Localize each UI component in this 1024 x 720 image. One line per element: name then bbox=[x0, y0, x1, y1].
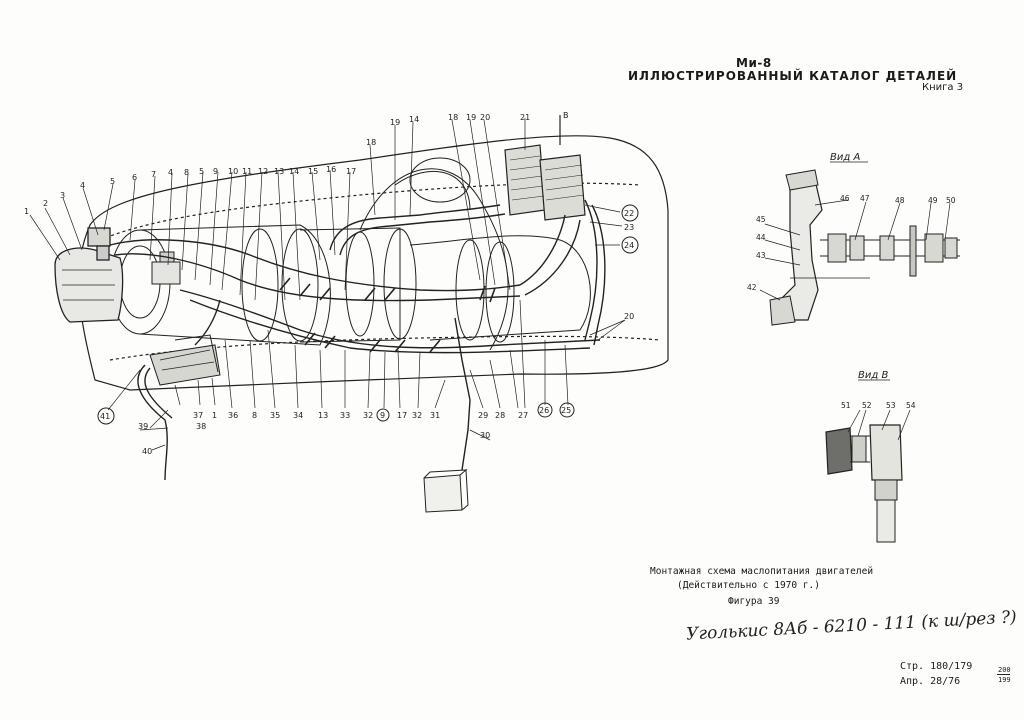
callout-46: 46 bbox=[840, 194, 850, 203]
callout-19b: 19 bbox=[466, 113, 476, 122]
callout-54: 54 bbox=[906, 401, 916, 410]
callout-29: 29 bbox=[478, 411, 488, 420]
page-fraction-line bbox=[997, 674, 1010, 675]
callout-9b: 9 bbox=[380, 411, 385, 420]
callout-51: 51 bbox=[841, 401, 851, 410]
callout-3: 3 bbox=[60, 191, 65, 200]
callout-34: 34 bbox=[293, 411, 303, 420]
callout-14b: 14 bbox=[409, 115, 419, 124]
oil-pump-unit bbox=[149, 334, 221, 386]
callout-16: 16 bbox=[326, 165, 336, 174]
callout-50: 50 bbox=[946, 196, 956, 205]
callout-13b: 13 bbox=[318, 411, 328, 420]
callout-37: 37 bbox=[193, 411, 203, 420]
callout-17: 17 bbox=[346, 167, 356, 176]
revision-date: Апр. 28/76 bbox=[900, 676, 961, 687]
callout-2: 2 bbox=[43, 199, 48, 208]
callouts-right: 22 23 24 20 bbox=[621, 204, 639, 321]
callout-47: 47 bbox=[860, 194, 870, 203]
view-b-detail: Вид В bbox=[825, 370, 911, 543]
callout-38: 38 bbox=[196, 422, 206, 431]
callout-28: 28 bbox=[495, 411, 505, 420]
callout-6: 6 bbox=[132, 173, 137, 182]
callout-49: 49 bbox=[928, 196, 938, 205]
callout-17b: 17 bbox=[397, 411, 407, 420]
callout-45: 45 bbox=[756, 215, 766, 224]
callout-20: 20 bbox=[480, 113, 490, 122]
callout-18: 18 bbox=[366, 138, 376, 147]
callout-23: 23 bbox=[624, 223, 634, 232]
validity-note: (Действительно с 1970 г.) bbox=[677, 580, 820, 591]
page-number: Стр. 180/179 bbox=[900, 661, 973, 672]
arrow-b-label: В bbox=[563, 111, 569, 120]
oil-tank bbox=[54, 227, 124, 323]
callout-9: 9 bbox=[213, 167, 218, 176]
book-number: Книга 3 bbox=[922, 82, 964, 93]
callout-41: 41 bbox=[100, 412, 110, 421]
callout-22: 22 bbox=[624, 209, 634, 218]
callout-leaders-bottom bbox=[107, 299, 569, 451]
view-a-title: Вид А bbox=[830, 152, 860, 163]
callout-44: 44 bbox=[756, 233, 766, 242]
callout-5: 5 bbox=[110, 177, 115, 186]
callout-27: 27 bbox=[518, 411, 528, 420]
callout-7: 7 bbox=[151, 170, 156, 179]
callout-31: 31 bbox=[430, 411, 440, 420]
callout-39: 39 bbox=[138, 422, 148, 431]
callout-leaders-top bbox=[29, 115, 561, 301]
callout-11: 11 bbox=[242, 167, 252, 176]
callout-leaders-right bbox=[584, 204, 626, 341]
callout-13: 13 bbox=[274, 167, 284, 176]
catalog-title: ИЛЛЮСТРИРОВАННЫЙ КАТАЛОГ ДЕТАЛЕЙ bbox=[628, 69, 958, 83]
callouts-bottom: 41 37 38 39 40 1 36 8 35 34 13 33 32 9 1… bbox=[97, 402, 575, 456]
pipe-clamps bbox=[279, 277, 496, 353]
figure-number: Фигура 39 bbox=[728, 596, 780, 607]
aircraft-model: Ми-8 bbox=[736, 56, 772, 70]
callout-24: 24 bbox=[624, 241, 634, 250]
sensor-box bbox=[423, 468, 469, 513]
callout-5b: 5 bbox=[199, 167, 204, 176]
callout-26: 26 bbox=[539, 406, 549, 415]
callout-30: 30 bbox=[480, 431, 490, 440]
callout-33: 33 bbox=[340, 411, 350, 420]
callout-52: 52 bbox=[862, 401, 872, 410]
page-fraction-top: 200 bbox=[998, 666, 1011, 674]
callout-12: 12 bbox=[258, 167, 268, 176]
callout-1b: 1 bbox=[212, 411, 217, 420]
callout-43: 43 bbox=[756, 251, 766, 260]
callout-8: 8 bbox=[184, 168, 189, 177]
callout-18b: 18 bbox=[448, 113, 458, 122]
callout-15: 15 bbox=[308, 167, 318, 176]
callout-10: 10 bbox=[228, 167, 238, 176]
callout-35: 35 bbox=[270, 411, 280, 420]
callout-1: 1 bbox=[24, 207, 29, 216]
page-fraction-bottom: 199 bbox=[998, 676, 1011, 684]
callouts-view-a: 45 44 43 42 46 47 48 49 50 bbox=[747, 194, 956, 292]
callout-40: 40 bbox=[142, 447, 152, 456]
callouts-view-b: 51 52 53 54 bbox=[841, 401, 916, 410]
callouts-top: 1 2 3 4 5 6 7 4 8 5 9 10 11 12 13 14 15 … bbox=[24, 111, 569, 216]
callout-21: 21 bbox=[520, 113, 530, 122]
callout-53: 53 bbox=[886, 401, 896, 410]
callout-4b: 4 bbox=[168, 168, 173, 177]
view-a-detail: Вид А bbox=[759, 152, 960, 326]
callout-32: 32 bbox=[363, 411, 373, 420]
callout-14: 14 bbox=[289, 167, 299, 176]
oil-pipelines bbox=[109, 199, 606, 481]
callout-48: 48 bbox=[895, 196, 905, 205]
callout-19: 19 bbox=[390, 118, 400, 127]
callout-25: 25 bbox=[561, 406, 571, 415]
view-b-title: Вид В bbox=[858, 370, 888, 381]
callout-20b: 20 bbox=[624, 312, 634, 321]
figure-caption: Монтажная схема маслопитания двигателей bbox=[650, 566, 874, 577]
callout-36: 36 bbox=[228, 411, 238, 420]
oil-cooler bbox=[504, 144, 586, 221]
callout-4: 4 bbox=[80, 181, 85, 190]
callout-42: 42 bbox=[747, 283, 757, 292]
callout-32b: 32 bbox=[412, 411, 422, 420]
callout-8b: 8 bbox=[252, 411, 257, 420]
